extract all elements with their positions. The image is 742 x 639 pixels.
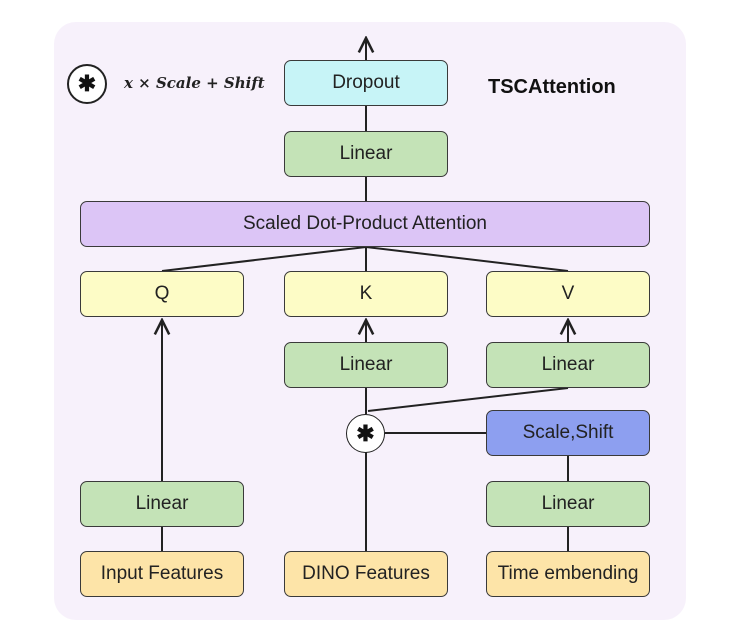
edge-combine-to-linear-v <box>367 387 569 412</box>
k-block: K <box>284 271 448 317</box>
dino-features-block: DINO Features <box>284 551 448 597</box>
input-features-block: Input Features <box>80 551 244 597</box>
legend-combine-icon: ✱ <box>67 64 107 104</box>
linear-out-block: Linear <box>284 131 448 177</box>
dropout-block: Dropout <box>284 60 448 106</box>
v-block: V <box>486 271 650 317</box>
q-block: Q <box>80 271 244 317</box>
edge-v-to-attention <box>365 246 569 272</box>
linear-q-block: Linear <box>80 481 244 527</box>
linear-k-block: Linear <box>284 342 448 388</box>
attention-block: Scaled Dot-Product Attention <box>80 201 650 247</box>
linear-v-block: Linear <box>486 342 650 388</box>
diagram-title: TSCAttention <box>488 76 616 98</box>
combine-icon: ✱ <box>346 414 385 453</box>
linear-time-block: Linear <box>486 481 650 527</box>
edge-q-to-attention <box>161 246 367 272</box>
scale-shift-block: Scale,Shift <box>486 410 650 456</box>
time-embedding-block: Time embending <box>486 551 650 597</box>
legend-formula: x × Scale + Shift <box>124 74 265 92</box>
